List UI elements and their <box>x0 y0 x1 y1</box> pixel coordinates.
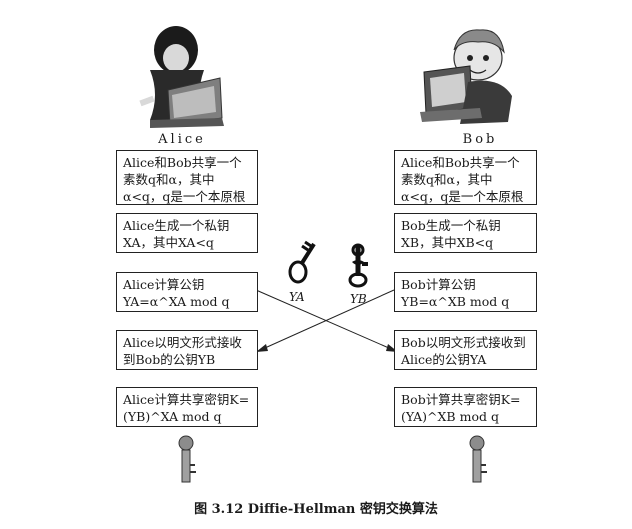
bob-step3: Bob计算公钥YB=α^XB mod q <box>394 272 537 312</box>
alice-step3: Alice计算公钥YA=α^XA mod q <box>116 272 258 312</box>
bob-step1: Alice和Bob共享一个素数q和α，其中α<q，q是一个本原根 <box>394 150 537 205</box>
alice-step3-text: Alice计算公钥YA=α^XA mod q <box>123 277 230 309</box>
alice-name: Alice <box>158 132 206 147</box>
key-yb-icon <box>348 243 368 288</box>
bob-final-key-icon <box>469 435 487 483</box>
alice-step2-text: Alice生成一个私钥XA，其中XA<q <box>123 218 230 250</box>
bob-step2: Bob生成一个私钥XB，其中XB<q <box>394 213 537 253</box>
alice-step5-text: Alice计算共享密钥K=(YB)^XA mod q <box>123 392 250 424</box>
alice-final-key-icon <box>178 435 196 483</box>
alice-step4-text: Alice以明文形式接收到Bob的公钥YB <box>123 335 242 367</box>
bob-step5: Bob计算共享密钥K=(YA)^XB mod q <box>394 387 537 427</box>
alice-step4: Alice以明文形式接收到Bob的公钥YB <box>116 330 258 370</box>
bob-step5-text: Bob计算共享密钥K=(YA)^XB mod q <box>401 392 521 424</box>
alice-person-icon <box>139 26 224 128</box>
figure-caption: 图 3.12 Diffie-Hellman 密钥交换算法 <box>194 502 438 517</box>
bob-step4-text: Bob以明文形式接收到Alice的公钥YA <box>401 335 526 367</box>
bob-step4: Bob以明文形式接收到Alice的公钥YA <box>394 330 537 370</box>
bob-person-icon <box>420 29 512 124</box>
bob-step3-text: Bob计算公钥YB=α^XB mod q <box>401 277 510 309</box>
alice-step2: Alice生成一个私钥XA，其中XA<q <box>116 213 258 253</box>
alice-step1-text: Alice和Bob共享一个素数q和α，其中α<q，q是一个本原根 <box>123 155 246 204</box>
bob-name: Bob <box>462 132 498 147</box>
bob-step2-text: Bob生成一个私钥XB，其中XB<q <box>401 218 501 250</box>
alice-step5: Alice计算共享密钥K=(YB)^XA mod q <box>116 387 258 427</box>
key-yb-label: YB <box>350 292 367 306</box>
bob-step1-text: Alice和Bob共享一个素数q和α，其中α<q，q是一个本原根 <box>401 155 524 204</box>
key-ya-label: YA <box>289 290 305 304</box>
alice-step1: Alice和Bob共享一个素数q和α，其中α<q，q是一个本原根 <box>116 150 258 205</box>
key-ya-icon <box>288 240 316 284</box>
